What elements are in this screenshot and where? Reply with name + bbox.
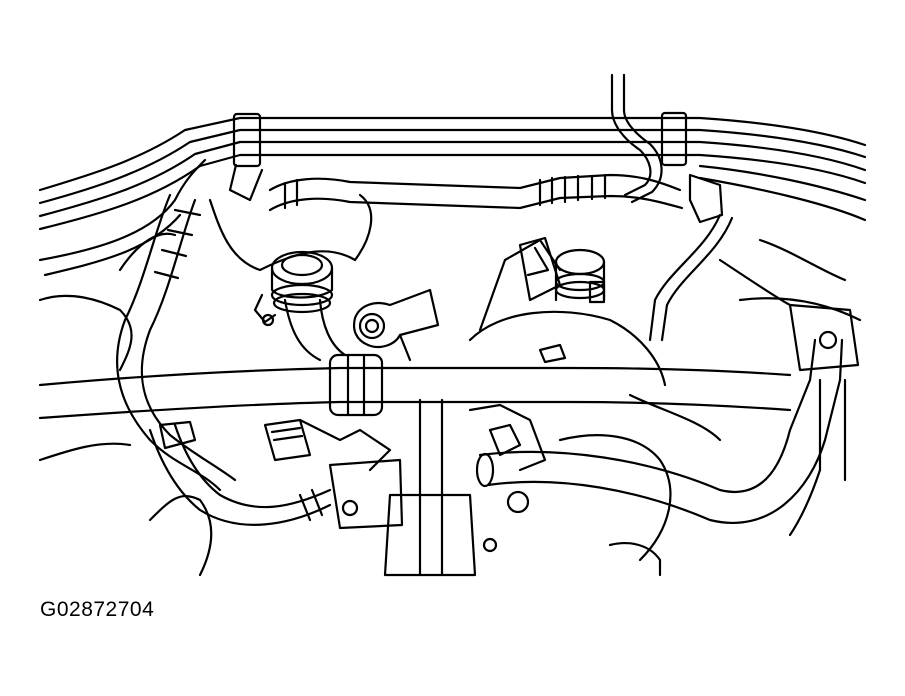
right-descending-line (648, 213, 734, 342)
lower-center-shaft (328, 398, 547, 577)
upper-line-bundle (38, 116, 867, 277)
left-harness (115, 193, 237, 492)
connector-plug (263, 418, 392, 472)
right-hose (475, 303, 860, 525)
right-filler-neck (518, 236, 606, 364)
left-filler-neck (253, 250, 347, 362)
center-bracket (352, 288, 440, 362)
upper-hose (268, 173, 684, 212)
vertical-line-top (610, 73, 663, 204)
bundle-clip-left (228, 112, 264, 202)
lower-left-hose (148, 420, 332, 526)
bundle-clip-right (660, 111, 724, 224)
engine-outline (38, 193, 862, 577)
main-cross-tube (38, 353, 792, 420)
figure-id-label: G02872704 (40, 598, 155, 621)
